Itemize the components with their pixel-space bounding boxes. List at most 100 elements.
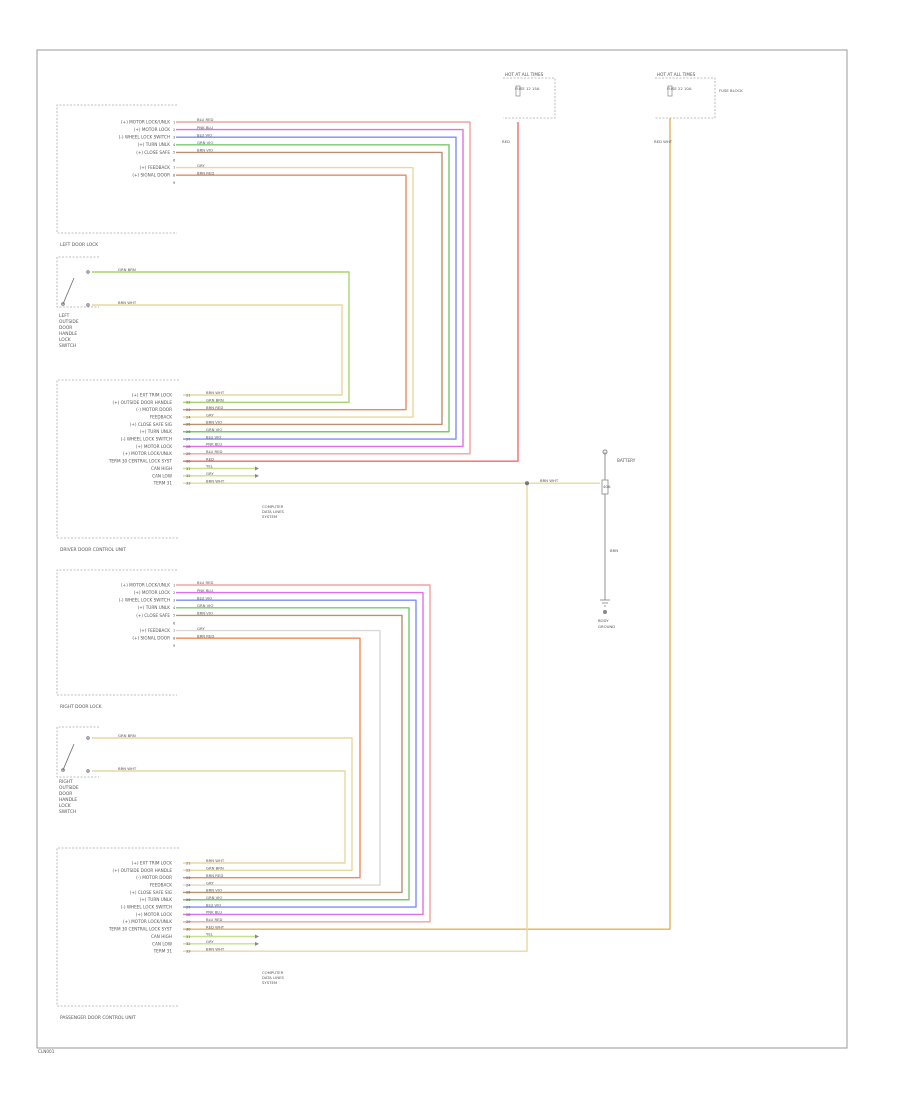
wire-brn-wht-left <box>92 304 343 396</box>
pass_ctrl-pin: 27 <box>186 905 191 909</box>
pass_ctrl-pin: 25 <box>186 891 191 895</box>
pass_ctrl-pin: 26 <box>186 898 191 902</box>
pass_ctrl-label: FEEDBACK <box>150 882 173 887</box>
wire-pnk-blu-right <box>176 591 424 916</box>
pass_ctrl-label: CAN LOW <box>152 941 172 946</box>
pass_ctrl-label: (-) MOTOR DOOR <box>136 875 172 880</box>
wire-grn-vio-left <box>176 144 450 433</box>
splice-wire-tag: BRN WHT <box>540 478 559 483</box>
wire-grn-brn-left <box>92 271 350 404</box>
driver_ctrl-pin: 23 <box>186 408 191 412</box>
right_switch-box <box>56 726 99 778</box>
left_switch-caption: DOOR <box>59 325 72 331</box>
right_lock-label: (+) MOTOR LOCK/UNLK <box>121 582 170 587</box>
right_switch-caption: SWITCH <box>59 809 76 815</box>
driver_ctrl-label: (+) TURN UNLK <box>140 429 173 434</box>
left_lock-pin: 4 <box>173 143 176 147</box>
driver_ctrl-wire-tag: GRY <box>206 412 214 417</box>
driver_ctrl-wire-tag: BLU VIO <box>206 434 221 439</box>
pass_ctrl-label: (-) WHEEL LOCK SWITCH <box>121 905 172 910</box>
pass_ctrl-label: (+) EXT TRIM LOCK <box>132 860 172 865</box>
left_lock-name: LEFT DOOR LOCK <box>60 242 98 248</box>
right_lock-pin: 9 <box>173 644 176 648</box>
can-arrow <box>255 941 259 946</box>
right_lock-wire-tag: PNK BLU <box>197 588 213 593</box>
right_lock-pin: 2 <box>173 591 175 595</box>
driver_ctrl-label: (-) MOTOR DOOR <box>136 407 172 412</box>
pass_ctrl-pin: 24 <box>186 883 191 887</box>
left_lock-wire-tag: BRN VIO <box>197 148 213 153</box>
left_lock-label: (+) CLOSE SAFE <box>136 150 170 155</box>
pass_ctrl-wire-tag: GRY <box>206 939 214 944</box>
driver_ctrl-label: (-) WHEEL LOCK SWITCH <box>121 437 172 442</box>
right_switch-terminal <box>86 769 90 773</box>
can-arrow <box>255 473 259 478</box>
wire-blu-red-right <box>176 584 431 923</box>
driver_ctrl-name: DRIVER DOOR CONTROL UNIT <box>60 547 126 553</box>
footer-code: CLN001 <box>38 1049 55 1054</box>
right_lock-wire-tag: BLU VIO <box>197 595 212 600</box>
driver_ctrl-pin: 28 <box>186 445 191 449</box>
pass_ctrl-label: (+) MOTOR LOCK <box>136 912 173 917</box>
driver_ctrl-wire-tag: BRN WHT <box>206 390 225 395</box>
left_switch-terminal <box>86 270 90 274</box>
driver_ctrl-pin: 29 <box>186 452 191 456</box>
driver_ctrl-pin: 30 <box>186 459 191 463</box>
left_switch-switch-arm <box>62 277 75 305</box>
pass_ctrl-wire-tag: BRN RED <box>206 873 223 878</box>
left_lock-wire-tag: BLU RED <box>197 117 214 122</box>
fuse-icon <box>515 85 521 97</box>
right_lock-pin: 3 <box>173 599 175 603</box>
fuse-icon <box>667 85 673 97</box>
right_lock-wire-tag: GRN VIO <box>197 603 213 608</box>
left_switch-terminal <box>86 303 90 307</box>
left_lock-label: (+) MOTOR LOCK/UNLK <box>121 119 170 124</box>
pass_ctrl-wire-tag: RED WHT <box>206 924 225 929</box>
right_lock-pin: 8 <box>173 637 176 641</box>
driver_ctrl-label: (+) MOTOR LOCK <box>136 444 173 449</box>
left_lock-pin: 8 <box>173 174 176 178</box>
driver_ctrl-wire-tag: BLU RED <box>206 449 223 454</box>
pass_ctrl-pin: 21 <box>186 861 191 865</box>
wire-brn-wht-ground-pass <box>183 483 528 952</box>
right_lock-label: (+) SIGNAL DOOR <box>132 636 170 641</box>
pass_ctrl-wire-tag: YEL <box>206 932 214 937</box>
battery-label: BATTERY <box>617 458 636 463</box>
driver-can-note: SYSTEM <box>262 514 277 519</box>
left_lock-wire-tag: BLU VIO <box>197 132 212 137</box>
pass_ctrl-wire-tag: GRN VIO <box>206 895 222 900</box>
right_lock-pin: 6 <box>173 621 176 625</box>
wire-blu-vio-right <box>176 599 417 908</box>
driver_ctrl-pin: 33 <box>186 482 191 486</box>
driver_ctrl-wire-tag: GRN VIO <box>206 427 222 432</box>
wire-pnk-blu-left <box>176 128 464 448</box>
right_lock-label: (+) TURN UNLK <box>138 605 171 610</box>
left_lock-pin: 6 <box>173 158 176 162</box>
left_switch-caption: HANDLE <box>59 331 77 337</box>
right_lock-label: (+) CLOSE SAFE <box>136 613 170 618</box>
pass_ctrl-pin: 33 <box>186 950 191 954</box>
left_lock-pin: 7 <box>173 166 175 170</box>
right_lock-name: RIGHT DOOR LOCK <box>60 704 102 710</box>
battery-terminal <box>602 449 608 455</box>
right_lock-pin: 7 <box>173 629 175 633</box>
pass_ctrl-label: TERM 30 CENTRAL LOCK SYST <box>108 927 173 932</box>
fuse-box-frame <box>503 77 556 119</box>
battery-ground-label: BODY <box>598 618 609 623</box>
driver_ctrl-wire-tag: RED <box>206 456 214 461</box>
left_switch-caption: LOCK <box>59 337 71 343</box>
wire-gry-right <box>176 629 381 886</box>
driver_ctrl-pin: 25 <box>186 423 191 427</box>
driver_ctrl-label: (+) OUTSIDE DOOR HANDLE <box>112 400 172 405</box>
wire-red-wht-term30 <box>183 118 671 930</box>
fuse-block-label: FUSE BLOCK <box>719 88 743 93</box>
left_lock-pin: 3 <box>173 136 175 140</box>
driver-can-note: DATA LINES <box>262 509 284 514</box>
pass_ctrl-wire-tag: PNK BLU <box>206 910 222 915</box>
right_switch-terminal <box>86 736 90 740</box>
wire-brn-vio-left <box>176 151 443 426</box>
fuse-box-frame <box>655 77 716 119</box>
ground-icon <box>600 599 610 607</box>
pass_ctrl-pin: 28 <box>186 913 191 917</box>
left-lock-box <box>56 104 177 234</box>
